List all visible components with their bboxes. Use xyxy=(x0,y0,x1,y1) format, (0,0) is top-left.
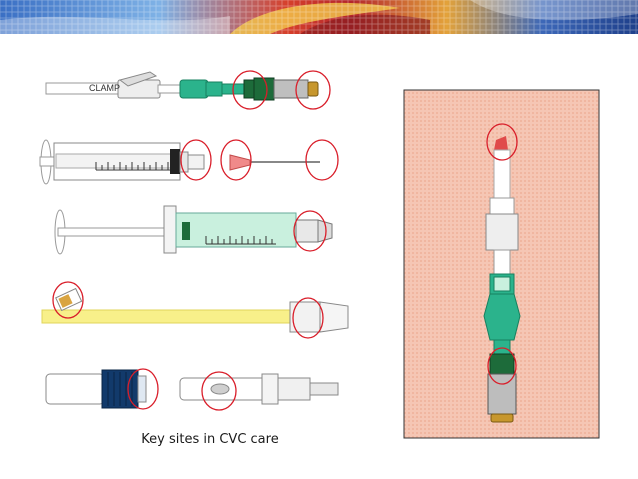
key-site-markers-row2 xyxy=(180,139,339,181)
catheter-line-icon xyxy=(45,71,319,101)
key-site-markers-row1 xyxy=(232,70,331,110)
catheter-tube-icon xyxy=(41,287,349,333)
clamp-label: CLAMP xyxy=(89,83,121,93)
mosaic-banner xyxy=(0,0,638,34)
key-site-markers-panel xyxy=(486,123,518,385)
key-site-marker-connector xyxy=(201,371,237,411)
key-sites-figure xyxy=(39,70,600,439)
key-site-marker-row3 xyxy=(293,210,327,252)
skin-insertion-panel xyxy=(403,89,600,439)
syringe-with-needle-icon xyxy=(39,139,320,185)
slide-caption: Key sites in CVC care xyxy=(141,432,279,447)
filled-syringe-icon xyxy=(54,205,333,255)
connector-icon xyxy=(179,373,339,405)
key-site-markers-row4 xyxy=(52,281,324,339)
caps-icon xyxy=(45,369,147,409)
key-site-marker-cap xyxy=(127,368,159,410)
